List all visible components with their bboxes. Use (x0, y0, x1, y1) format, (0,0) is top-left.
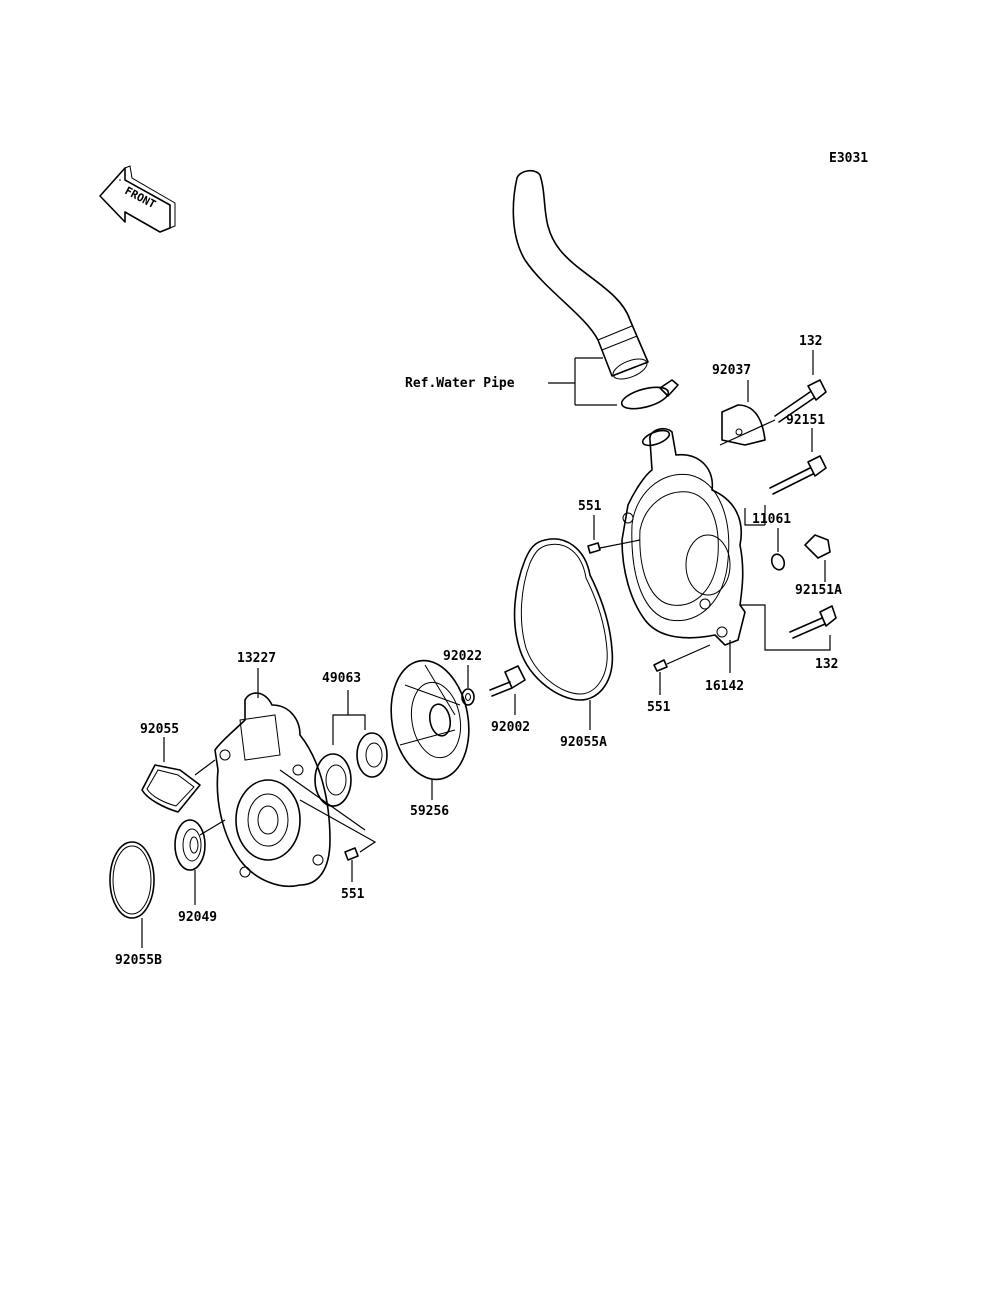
bolt-92151 (769, 428, 827, 495)
dowel-pin-551-right (653, 644, 711, 695)
part-label-551-right: 551 (647, 700, 671, 715)
pump-body-13227 (214, 668, 331, 887)
o-ring-92055B (109, 841, 155, 948)
part-label-59256: 59256 (410, 804, 449, 819)
part-label-11061: 11061 (752, 512, 791, 527)
part-label-92055: 92055 (140, 722, 179, 737)
hose-clamp (620, 379, 679, 410)
bolt-132-top (774, 350, 827, 423)
part-label-92022: 92022 (443, 649, 482, 664)
part-label-92037: 92037 (712, 363, 751, 378)
water-pipe-hose (119, 169, 649, 380)
dowel-pin-551-upper (587, 515, 641, 554)
o-ring-92055 (141, 737, 216, 813)
diagram-code: E3031 (829, 151, 868, 166)
part-label-92002: 92002 (491, 720, 530, 735)
bolt-92151A (804, 534, 831, 582)
bracket-92037 (721, 380, 766, 446)
part-label-92151: 92151 (786, 413, 825, 428)
part-label-92055A: 92055A (560, 735, 607, 750)
gasket-92055A (513, 538, 614, 730)
part-label-49063: 49063 (322, 671, 361, 686)
part-label-551-upper: 551 (578, 499, 602, 514)
washer-11061 (770, 528, 786, 571)
part-label-132-bottom: 132 (815, 657, 838, 672)
part-label-551-lower: 551 (341, 887, 365, 902)
bolt-92002 (489, 665, 526, 715)
part-label-92055B: 92055B (115, 953, 162, 968)
bolt-132-bottom (789, 605, 837, 639)
part-label-16142: 16142 (705, 679, 744, 694)
pump-cover-16142 (621, 428, 746, 646)
reference-bracket (548, 357, 617, 406)
reference-label: Ref.Water Pipe (405, 376, 515, 391)
part-label-92151A: 92151A (795, 583, 842, 598)
oil-seal-92049 (174, 819, 226, 905)
washer-92022 (461, 665, 475, 706)
part-label-132-top: 132 (799, 334, 822, 349)
front-arrow-icon: FRONT (99, 165, 176, 233)
impeller-59256 (390, 659, 470, 800)
part-label-92049: 92049 (178, 910, 217, 925)
mechanical-seal-49063 (314, 690, 388, 807)
part-label-13227: 13227 (237, 651, 276, 666)
dowel-pin-551-lower (344, 847, 359, 882)
